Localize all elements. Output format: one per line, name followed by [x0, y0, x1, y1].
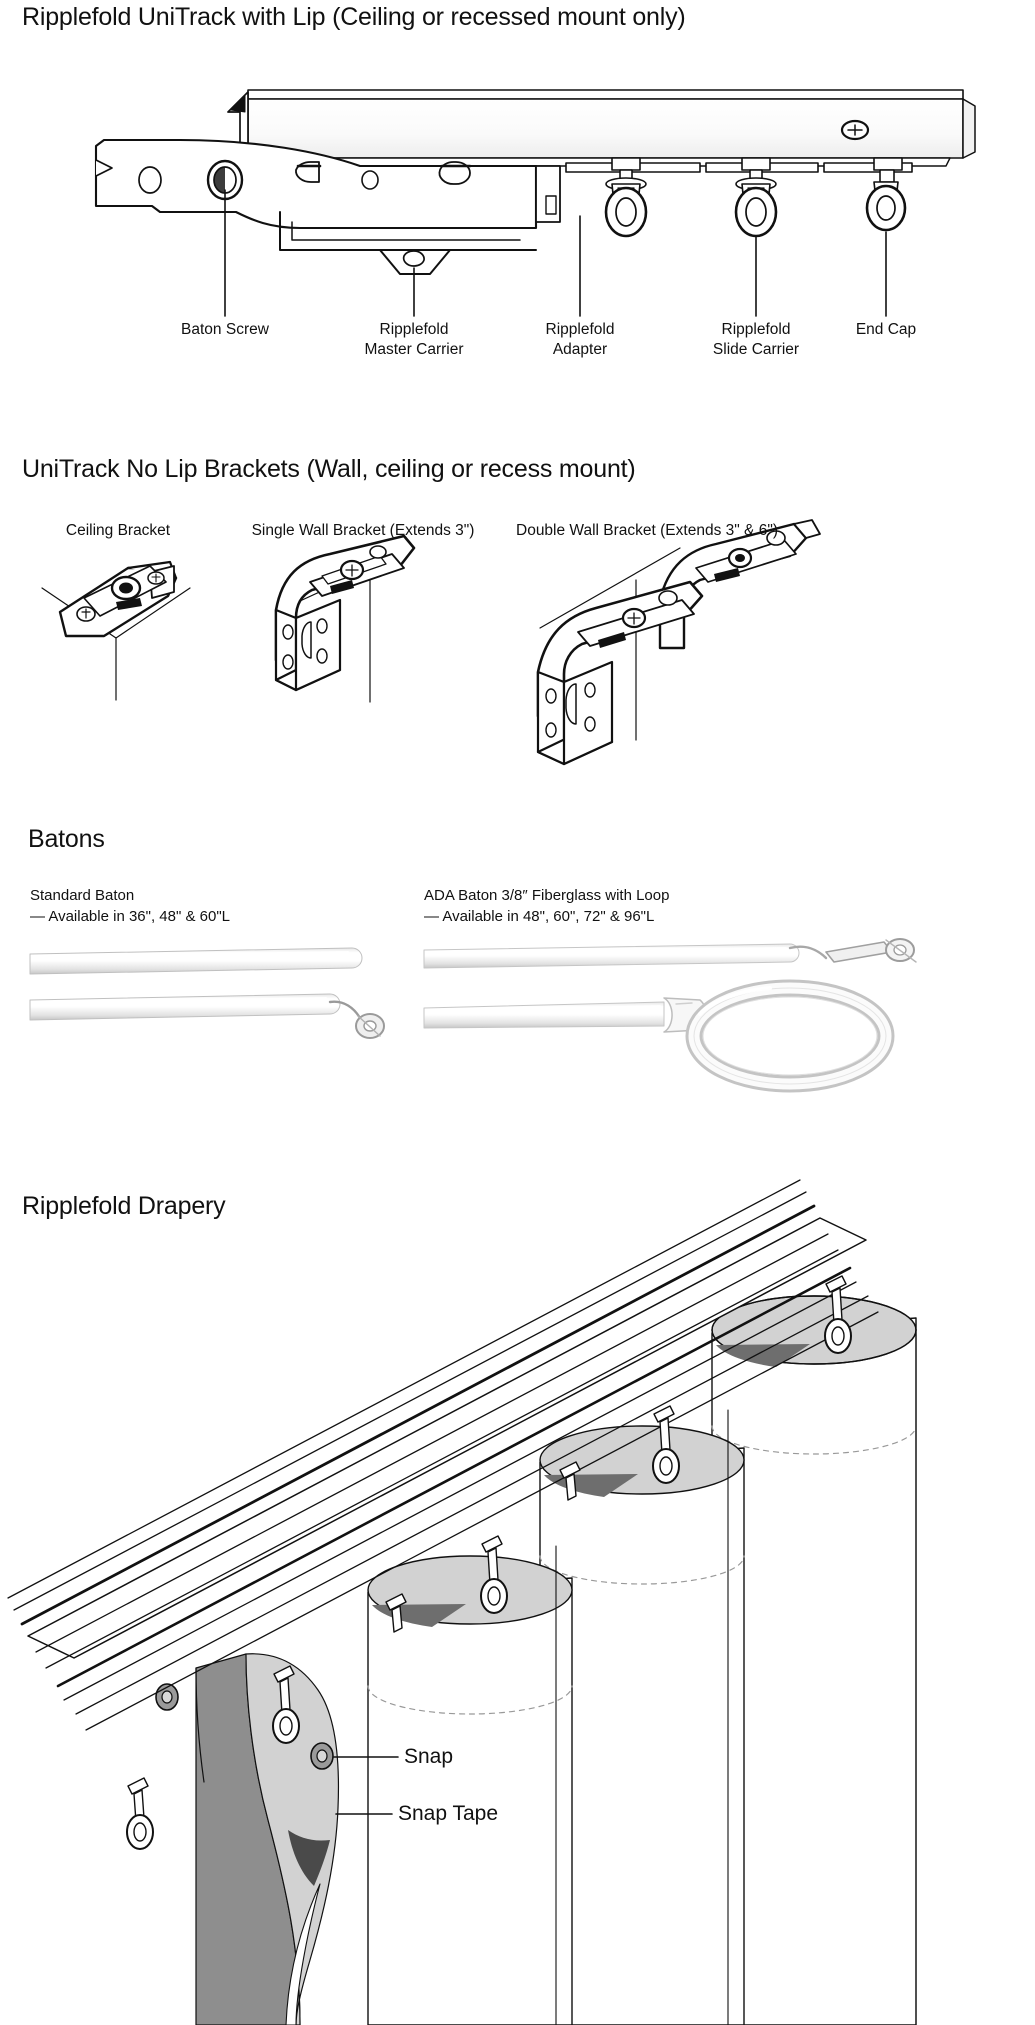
callout-baton-screw: Baton Screw [125, 320, 325, 340]
callout-snap-tape: Snap Tape [398, 1802, 499, 1825]
spec-ada-baton: ADA Baton 3/8″ Fiberglass with Loop — Av… [424, 885, 669, 927]
section-title-ripplefold-drapery: Ripplefold Drapery [22, 1192, 226, 1220]
callout-ripplefold-master-carrier-line1: Ripplefold [379, 321, 449, 338]
spec-standard-baton-line2: — Available in 36", 48" & 60"L [30, 908, 230, 925]
callout-ripplefold-master-carrier-line2: Master Carrier [364, 341, 464, 358]
caption-double-wall-bracket: Double Wall Bracket (Extends 3" & 6") [516, 522, 778, 539]
callout-ripplefold-slide-carrier-line1: Ripplefold [721, 321, 791, 338]
section-title-batons: Batons [28, 825, 105, 853]
callout-snap: Snap [404, 1745, 454, 1768]
callout-ripplefold-adapter: Ripplefold Adapter [480, 320, 680, 360]
callout-ripplefold-slide-carrier: Ripplefold Slide Carrier [656, 320, 856, 360]
callout-baton-screw-line1: Baton Screw [181, 321, 269, 338]
spec-standard-baton-line1: Standard Baton [30, 887, 135, 904]
spec-ada-baton-line2: — Available in 48", 60", 72" & 96"L [424, 908, 655, 925]
section-title-ripplefold-unitrack-with-lip: Ripplefold UniTrack with Lip (Ceiling or… [22, 3, 686, 31]
callout-end-cap: End Cap [786, 320, 986, 340]
callout-end-cap-line1: End Cap [855, 321, 917, 338]
spec-standard-baton: Standard Baton — Available in 36", 48" &… [30, 885, 230, 927]
callout-ripplefold-master-carrier: Ripplefold Master Carrier [314, 320, 514, 360]
callout-ripplefold-adapter-line2: Adapter [552, 341, 608, 358]
caption-single-wall-bracket: Single Wall Bracket (Extends 3") [251, 522, 475, 539]
callout-ripplefold-adapter-line1: Ripplefold [545, 321, 615, 338]
section-title-unitrack-no-lip-brackets: UniTrack No Lip Brackets (Wall, ceiling … [22, 455, 636, 483]
callout-ripplefold-slide-carrier-line2: Slide Carrier [712, 341, 800, 358]
caption-ceiling-bracket: Ceiling Bracket [65, 522, 171, 539]
spec-ada-baton-line1: ADA Baton 3/8″ Fiberglass with Loop [424, 887, 670, 904]
